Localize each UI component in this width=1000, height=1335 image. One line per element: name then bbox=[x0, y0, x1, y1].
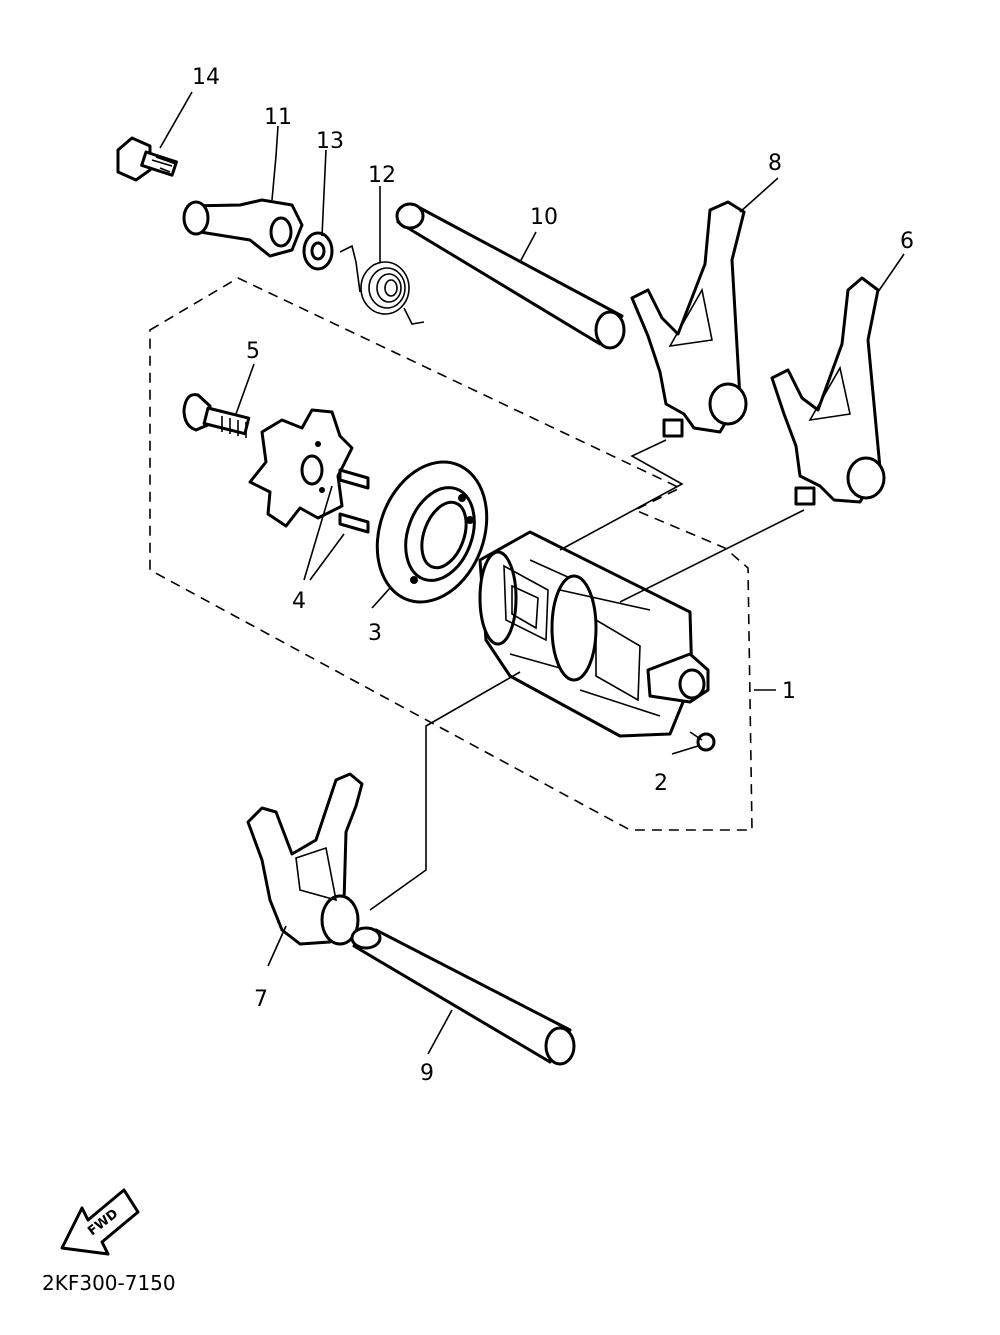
part-6-shift-fork bbox=[770, 276, 886, 506]
forward-arrow-icon: FWD bbox=[60, 1188, 140, 1256]
callout-2: 2 bbox=[654, 771, 668, 796]
part-8-shift-fork bbox=[630, 200, 748, 438]
part-9-fork-shaft bbox=[350, 926, 576, 1066]
callout-12: 12 bbox=[368, 163, 396, 188]
callout-11: 11 bbox=[264, 105, 292, 130]
callout-labels: 14 11 13 12 10 8 6 5 4 3 1 2 7 9 bbox=[192, 65, 914, 1086]
part-2-screw bbox=[689, 731, 716, 752]
callout-14: 14 bbox=[192, 65, 220, 90]
part-13-washer bbox=[302, 231, 334, 271]
part-7-shift-fork bbox=[246, 772, 364, 946]
callout-10: 10 bbox=[530, 205, 558, 230]
callout-3: 3 bbox=[368, 621, 382, 646]
callout-5: 5 bbox=[246, 339, 260, 364]
callout-8: 8 bbox=[768, 151, 782, 176]
part-11-shift-arm bbox=[182, 198, 304, 258]
drawing-code: 2KF300-7150 bbox=[42, 1271, 176, 1295]
part-3-bearing bbox=[375, 460, 489, 604]
part-14-bolt bbox=[116, 136, 178, 182]
callout-9: 9 bbox=[420, 1061, 434, 1086]
segment-plate bbox=[248, 408, 354, 528]
part-1-shift-drum bbox=[478, 530, 710, 738]
callout-4: 4 bbox=[292, 589, 306, 614]
part-4-dowel-pins bbox=[303, 468, 370, 581]
part-12-spring bbox=[339, 244, 425, 325]
callout-6: 6 bbox=[900, 229, 914, 254]
callout-7: 7 bbox=[254, 987, 268, 1012]
leader-lines bbox=[159, 91, 905, 1055]
part-5-screw bbox=[182, 393, 251, 438]
assembly-outline bbox=[149, 277, 753, 831]
callout-1: 1 bbox=[782, 679, 796, 704]
callout-13: 13 bbox=[316, 129, 344, 154]
part-10-fork-shaft bbox=[395, 202, 626, 350]
